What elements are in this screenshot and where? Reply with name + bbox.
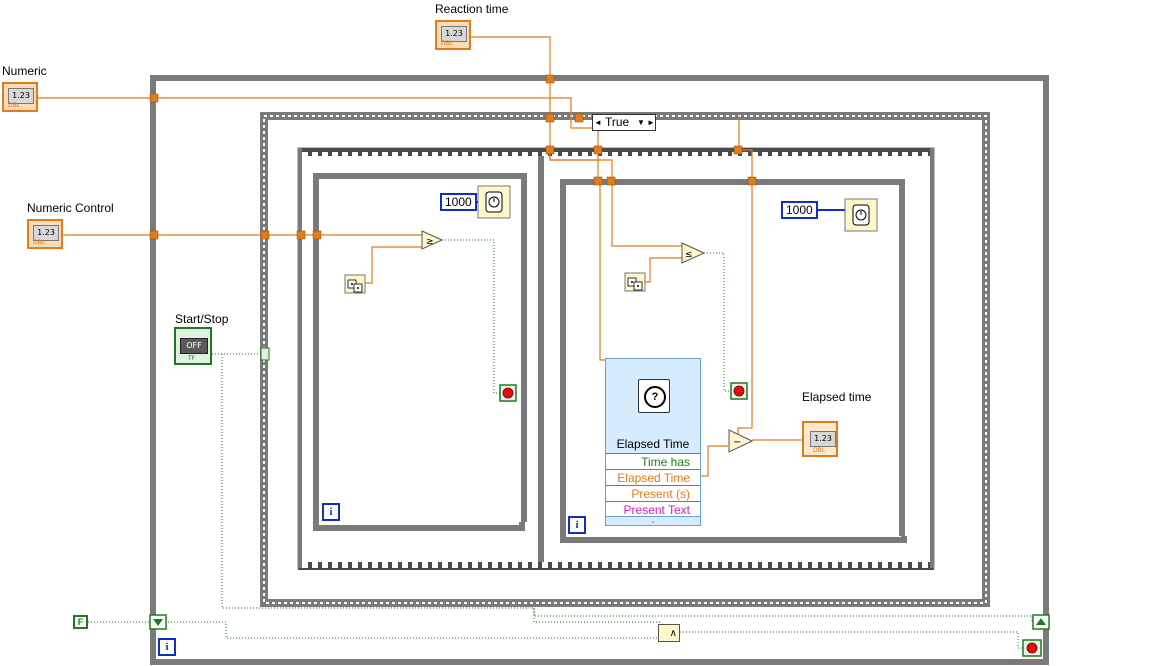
shift-register-right[interactable] [1032,614,1050,630]
iteration-terminal-outer: i [158,638,176,656]
output-present-text[interactable]: Present Text [606,501,700,517]
elapsed-time-express-vi[interactable]: ? Elapsed Time Time has Elapse Elapsed T… [605,358,701,526]
dbl-tag: DBL [8,102,21,109]
stopwatch-icon: ? [638,379,670,413]
dbl-display: 1.23 [33,225,59,241]
random-number-left-icon[interactable] [344,274,366,294]
svg-text:≤: ≤ [685,250,693,260]
case-selector-value: True [605,115,630,129]
boolean-wires [88,239,1033,649]
subtract-node[interactable]: − [728,429,754,453]
output-elapsed-time[interactable]: Elapsed Time (s) [606,469,700,501]
tunnels [149,74,757,240]
numeric-label: Numeric [2,64,47,78]
wait-ms-left-icon[interactable] [477,185,511,219]
case-selector[interactable]: ◄ True ▼ ► [592,114,656,131]
boolean-tunnel [260,347,270,361]
case-dropdown-arrow[interactable]: ▼ [637,118,645,127]
start-stop-label: Start/Stop [175,312,229,326]
start-stop-terminal[interactable]: OFF TF [174,327,212,365]
iteration-terminal-right: i [568,516,586,534]
dbl-display: 1.23 [8,88,34,104]
elapsed-time-label: Elapsed time [802,390,872,404]
outer-while-loop[interactable] [150,75,1049,665]
stop-terminal-outer[interactable] [1022,639,1042,657]
output-present-s[interactable]: Present (s) [606,485,700,501]
express-vi-title: Elapsed Time [616,437,690,451]
expand-chevron-icon[interactable]: ⌄ [606,516,700,525]
numeric-control-label: Numeric Control [27,201,114,215]
elapsed-time-indicator-terminal[interactable]: 1.23 DBL [802,421,838,457]
false-constant[interactable]: F [73,615,88,629]
numeric-control-terminal[interactable]: 1.23 DBL [2,82,38,112]
stop-terminal-left[interactable] [499,384,517,402]
wait-constant-left[interactable]: 1000 [440,193,477,211]
stop-terminal-right[interactable] [730,382,748,400]
compare-node-left[interactable]: ≥ [421,230,444,250]
case-next-arrow[interactable]: ► [647,118,655,127]
reaction-time-terminal[interactable]: 1.23 DBL [435,20,471,50]
wait-ms-right-icon[interactable] [844,198,878,232]
dbl-tag: DBL [33,239,46,246]
random-number-right-icon[interactable] [624,272,646,292]
dbl-tag: DBL [813,447,826,454]
reaction-time-label: Reaction time [435,2,509,16]
output-time-has-elapsed[interactable]: Time has Elapse [606,453,700,485]
case-prev-arrow[interactable]: ◄ [594,118,602,127]
compare-node-right[interactable]: ≤ [681,242,706,264]
tf-tag: TF [188,355,196,362]
wait-constant-right[interactable]: 1000 [781,201,818,219]
off-switch: OFF [180,338,208,354]
dbl-tag: DBL [441,40,454,47]
svg-text:≥: ≥ [426,237,434,247]
and-node[interactable]: ∧ [658,624,680,642]
question-mark: ? [644,386,666,408]
svg-text:−: − [733,437,741,448]
numeric-control-2-terminal[interactable]: 1.23 DBL [27,219,63,249]
iteration-terminal-left: i [322,503,340,521]
shift-register-left[interactable] [149,614,167,630]
inner-while-loop-right[interactable] [560,179,907,543]
inner-while-loop-left[interactable] [313,173,527,531]
dbl-display: 1.23 [441,26,467,42]
dbl-display: 1.23 [810,431,836,447]
